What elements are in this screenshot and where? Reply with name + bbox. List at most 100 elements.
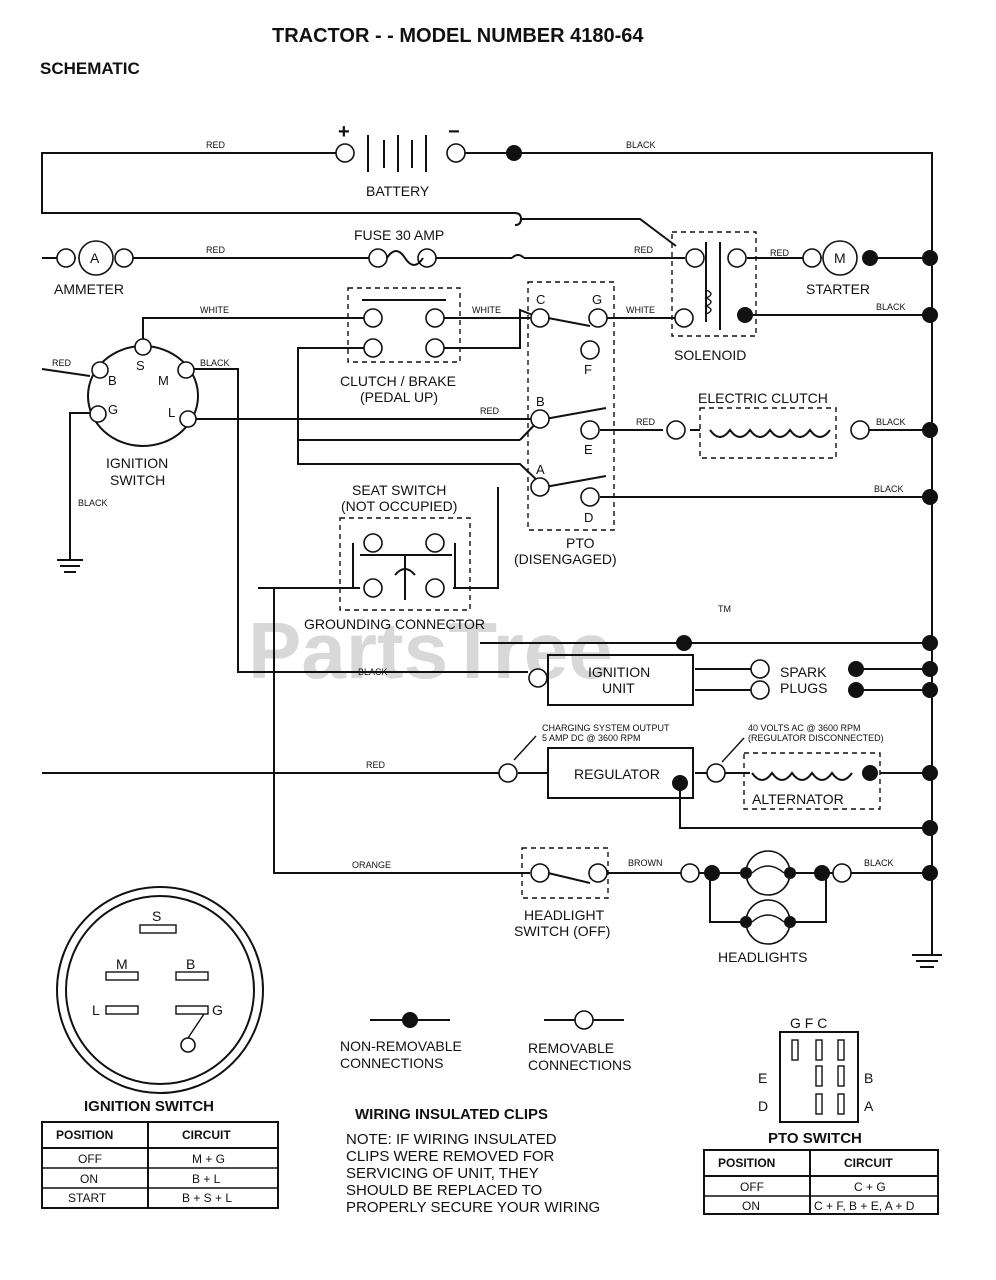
starter-symbol: M (834, 250, 846, 266)
note-line: SERVICING OF UNIT, THEY (346, 1165, 539, 1182)
electric-clutch: ELECTRIC CLUTCH (666, 390, 870, 459)
pto-pin-b: B (536, 394, 545, 409)
battery-label: BATTERY (366, 183, 430, 199)
pto-table-cell: OFF (740, 1180, 764, 1194)
wire-label: RED (636, 417, 656, 427)
battery: + − BATTERY (335, 121, 466, 199)
pto-table-cell: C + F, B + E, A + D (814, 1199, 915, 1213)
wire-labels: RED BLACK RED RED RED WHITE WHITE WHITE … (52, 140, 906, 870)
ign-pin-b: B (108, 373, 117, 388)
wire-label: BLACK (876, 302, 906, 312)
ignition-unit-label-2: UNIT (602, 680, 635, 696)
ign-table-cell: START (68, 1191, 107, 1205)
headlights-label: HEADLIGHTS (718, 949, 807, 965)
face-g: G (212, 1002, 223, 1018)
wire-label: BLACK (626, 140, 656, 150)
regulator-label: REGULATOR (574, 766, 660, 782)
ign-table-header-circuit: CIRCUIT (182, 1128, 231, 1142)
ammeter: A AMMETER (54, 240, 134, 297)
pto-face-e: E (758, 1070, 767, 1086)
page-title: TRACTOR - - MODEL NUMBER 4180-64 (272, 25, 644, 47)
pto-switch-face: G F C E D B A (758, 1015, 874, 1123)
ammeter-label: AMMETER (54, 281, 124, 297)
regulator: REGULATOR CHARGING SYSTEM OUTPUT 5 AMP D… (498, 723, 884, 799)
seat-switch-label-1: SEAT SWITCH (352, 482, 446, 498)
wire-label: RED (206, 245, 226, 255)
wire-label: RED (770, 248, 790, 258)
ignition-switch: S B M G L IGNITION SWITCH (87, 338, 199, 488)
pto-face-a: A (864, 1098, 874, 1114)
pto-switch-table: PTO SWITCH POSITION CIRCUIT OFF C + G ON… (703, 1130, 939, 1215)
starter: M STARTER (802, 240, 878, 297)
wire-label: RED (206, 140, 226, 150)
fuse: FUSE 30 AMP (354, 227, 444, 268)
watermark: PartsTree (248, 606, 613, 695)
pto-pin-a: A (536, 462, 545, 477)
wire-label: BLACK (78, 498, 108, 508)
legend-non-removable-2: CONNECTIONS (340, 1055, 443, 1071)
ign-pin-l: L (168, 405, 175, 420)
pto-table-cell: C + G (854, 1180, 886, 1194)
legend-non-removable-1: NON-REMOVABLE (340, 1038, 462, 1054)
wiring-clips-note: WIRING INSULATED CLIPS NOTE: IF WIRING I… (346, 1106, 600, 1216)
spark-plugs-label-2: PLUGS (780, 680, 827, 696)
clutch-brake-label-1: CLUTCH / BRAKE (340, 373, 456, 389)
note-line: PROPERLY SECURE YOUR WIRING (346, 1199, 600, 1216)
note-line: CLIPS WERE REMOVED FOR (346, 1148, 555, 1165)
volts-note-1: 40 VOLTS AC @ 3600 RPM (748, 723, 861, 733)
note-line: NOTE: IF WIRING INSULATED (346, 1131, 557, 1148)
pto-table-title: PTO SWITCH (768, 1130, 862, 1147)
charging-note-2: 5 AMP DC @ 3600 RPM (542, 733, 641, 743)
legend-removable-2: CONNECTIONS (528, 1057, 631, 1073)
ignition-unit: IGNITION UNIT SPARK PLUGS (528, 654, 864, 706)
wire-label: WHITE (200, 305, 229, 315)
ignition-label-1: IGNITION (106, 455, 168, 471)
spark-plugs-label-1: SPARK (780, 664, 827, 680)
battery-minus: − (448, 121, 460, 143)
ignition-label-2: SWITCH (110, 472, 165, 488)
face-s: S (152, 908, 161, 924)
legend: NON-REMOVABLE CONNECTIONS REMOVABLE CONN… (340, 1010, 631, 1073)
pto-table-header-circuit: CIRCUIT (844, 1156, 893, 1170)
grounding-connector-label: GROUNDING CONNECTOR (304, 616, 485, 632)
pto-pin-c: C (536, 292, 545, 307)
pto-face-top: G F C (790, 1015, 827, 1031)
pto-pin-g: G (592, 292, 602, 307)
alternator: ALTERNATOR (743, 752, 881, 810)
pto-pin-d: D (584, 510, 593, 525)
ignition-switch-face: S M B L G (56, 886, 264, 1094)
ign-table-cell: OFF (78, 1152, 102, 1166)
pto-label-2: (DISENGAGED) (514, 551, 617, 567)
section-title: SCHEMATIC (40, 59, 140, 78)
face-l: L (92, 1002, 100, 1018)
starter-label: STARTER (806, 281, 870, 297)
alternator-label: ALTERNATOR (752, 791, 844, 807)
wire-label: WHITE (626, 305, 655, 315)
ign-pin-s: S (136, 358, 145, 373)
wire-label: BLACK (358, 667, 388, 677)
wire-label: RED (52, 358, 72, 368)
pto-table-cell: ON (742, 1199, 760, 1213)
wire-label: WHITE (472, 305, 501, 315)
pto-table-header-position: POSITION (718, 1156, 775, 1170)
wires (41, 152, 942, 968)
wire-label: BLACK (200, 358, 230, 368)
wire-label: ORANGE (352, 860, 391, 870)
legend-removable-1: REMOVABLE (528, 1040, 614, 1056)
note-line: SHOULD BE REPLACED TO (346, 1182, 542, 1199)
solenoid-label: SOLENOID (674, 347, 746, 363)
charging-note-1: CHARGING SYSTEM OUTPUT (542, 723, 670, 733)
wire-label: BLACK (864, 858, 894, 868)
headlights: HEADLIGHTS (680, 850, 852, 965)
ign-table-cell: B + S + L (182, 1191, 232, 1205)
watermark-tm: TM (718, 604, 731, 614)
ign-table-cell: M + G (192, 1152, 225, 1166)
face-b: B (186, 956, 195, 972)
clutch-brake-label-2: (PEDAL UP) (360, 389, 438, 405)
fuse-label: FUSE 30 AMP (354, 227, 444, 243)
headlight-switch-label-1: HEADLIGHT (524, 907, 605, 923)
volts-note-2: (REGULATOR DISCONNECTED) (748, 733, 884, 743)
pto-switch-schematic: C G F B E A D PTO (DISENGAGED) (514, 281, 617, 567)
seat-switch: SEAT SWITCH (NOT OCCUPIED) (339, 482, 471, 611)
